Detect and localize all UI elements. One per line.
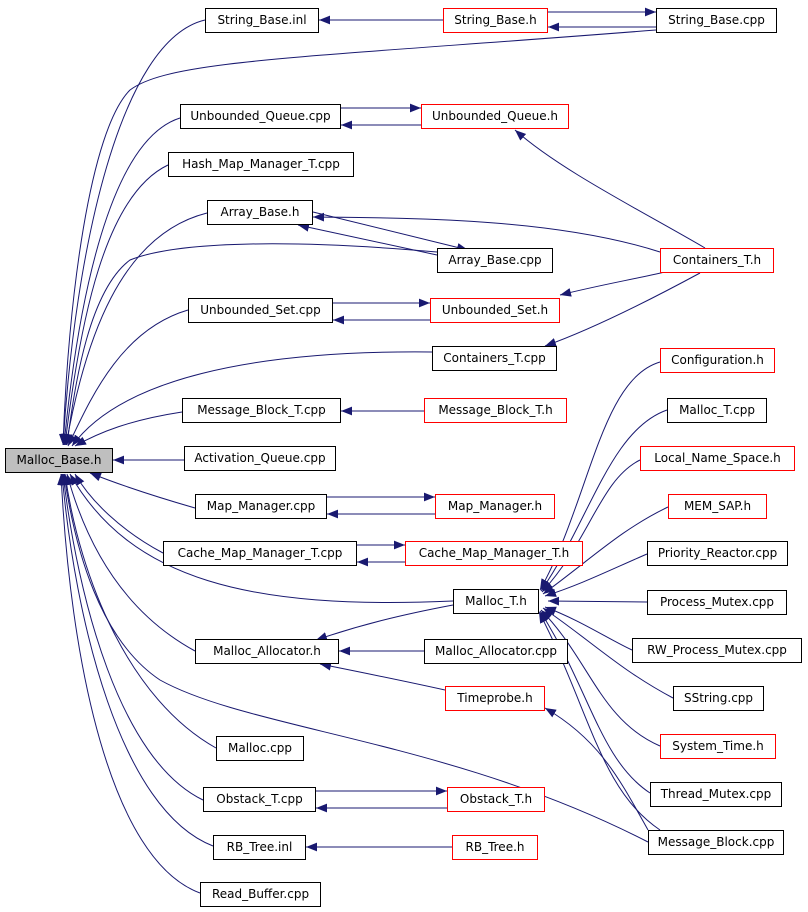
node-unbounded-queue-cpp[interactable]: Unbounded_Queue.cpp (180, 104, 341, 129)
edge-map-manager-cpp-to-malloc-base (89, 472, 196, 509)
node-string-base-cpp[interactable]: String_Base.cpp (656, 8, 777, 33)
edge-containers-t-h-to-unbounded-set-h (559, 271, 666, 297)
node-process-mutex-cpp[interactable]: Process_Mutex.cpp (647, 590, 787, 615)
node-string-base-inl[interactable]: String_Base.inl (205, 8, 319, 33)
edge-array-base-h-to-array-base-cpp (312, 211, 469, 252)
node-activation-queue-cpp[interactable]: Activation_Queue.cpp (184, 446, 336, 471)
node-system-time-h[interactable]: System_Time.h (660, 734, 776, 759)
edge-rw-process-mutex-to-malloc-t-h (544, 606, 633, 651)
node-rb-tree-inl[interactable]: RB_Tree.inl (213, 835, 306, 860)
edge-obstack-t-cpp-to-malloc-base (59, 473, 204, 801)
edge-message-block-t-cpp-to-malloc-base (74, 411, 183, 447)
node-unbounded-queue-h[interactable]: Unbounded_Queue.h (421, 104, 569, 129)
edge-unbounded-queue-cpp-to-malloc-base (60, 117, 181, 446)
node-sstring-cpp[interactable]: SString.cpp (673, 686, 764, 711)
node-unbounded-set-h[interactable]: Unbounded_Set.h (430, 298, 560, 323)
edge-array-base-cpp-to-malloc-base (63, 243, 438, 446)
node-mem-sap-h[interactable]: MEM_SAP.h (668, 494, 767, 519)
edge-string-base-inl-to-malloc-base (59, 19, 206, 446)
node-local-name-space-h[interactable]: Local_Name_Space.h (640, 446, 795, 471)
edge-message-block-cpp-to-malloc-base (61, 473, 649, 843)
node-rb-tree-h[interactable]: RB_Tree.h (452, 835, 538, 860)
edge-process-mutex-to-malloc-t-h (547, 596, 648, 606)
edge-hash-map-manager-to-malloc-base (61, 164, 169, 446)
node-message-block-t-cpp[interactable]: Message_Block_T.cpp (182, 398, 341, 423)
node-containers-t-h[interactable]: Containers_T.h (660, 248, 774, 273)
edge-containers-t-cpp-to-malloc-base (71, 351, 433, 447)
edge-malloc-t-h-to-malloc-base (69, 473, 454, 603)
edge-containers-t-h-to-unbounded-queue-h (514, 129, 706, 249)
edge-mem-sap-to-malloc-t-h (542, 506, 669, 595)
edge-local-name-space-to-malloc-t-h (541, 459, 641, 593)
edge-array-base-cpp-to-array-base-h (297, 223, 438, 256)
node-array-base-cpp[interactable]: Array_Base.cpp (437, 248, 553, 273)
edge-system-time-to-malloc-t-h (540, 609, 661, 747)
edge-rb-tree-inl-to-malloc-base (58, 473, 214, 847)
node-cache-map-manager-t-h[interactable]: Cache_Map_Manager_T.h (405, 541, 583, 566)
node-string-base-h[interactable]: String_Base.h (443, 8, 548, 33)
edge-cache-map-manager-cpp-to-malloc-base (74, 473, 164, 554)
node-map-manager-cpp[interactable]: Map_Manager.cpp (195, 494, 327, 519)
edge-malloc-t-h-to-malloc-allocator-h (315, 604, 454, 641)
node-obstack-t-cpp[interactable]: Obstack_T.cpp (203, 787, 316, 812)
node-priority-reactor-cpp[interactable]: Priority_Reactor.cpp (647, 541, 788, 566)
node-obstack-t-h[interactable]: Obstack_T.h (447, 787, 545, 812)
edge-containers-t-h-to-array-base-h (312, 212, 661, 253)
edge-sstring-to-malloc-t-h (542, 607, 674, 699)
edge-read-buffer-cpp-to-malloc-base (57, 473, 201, 894)
node-hash-map-manager-t-cpp[interactable]: Hash_Map_Manager_T.cpp (168, 152, 354, 177)
node-cache-map-manager-t-cpp[interactable]: Cache_Map_Manager_T.cpp (163, 541, 357, 566)
edge-priority-reactor-to-malloc-t-h (544, 553, 648, 597)
node-thread-mutex-cpp[interactable]: Thread_Mutex.cpp (650, 782, 782, 807)
edge-containers-t-h-to-containers-t-cpp (544, 272, 701, 347)
node-message-block-t-h[interactable]: Message_Block_T.h (424, 398, 567, 423)
node-malloc-base-h: Malloc_Base.h (5, 448, 113, 473)
node-unbounded-set-cpp[interactable]: Unbounded_Set.cpp (188, 298, 333, 323)
edge-string-base-cpp-to-malloc-base (58, 29, 657, 446)
node-malloc-allocator-cpp[interactable]: Malloc_Allocator.cpp (424, 639, 568, 664)
edge-timeprobe-h-to-malloc-allocator-h (319, 661, 446, 691)
node-malloc-t-cpp[interactable]: Malloc_T.cpp (667, 398, 767, 423)
node-malloc-allocator-h[interactable]: Malloc_Allocator.h (195, 639, 339, 664)
node-containers-t-cpp[interactable]: Containers_T.cpp (432, 346, 557, 371)
node-malloc-t-h[interactable]: Malloc_T.h (453, 589, 539, 614)
node-read-buffer-cpp[interactable]: Read_Buffer.cpp (200, 882, 321, 907)
node-rw-process-mutex-cpp[interactable]: RW_Process_Mutex.cpp (632, 638, 802, 663)
edge-message-block-cpp-to-timeprobe-h (544, 707, 649, 831)
node-array-base-h[interactable]: Array_Base.h (207, 200, 313, 225)
node-configuration-h[interactable]: Configuration.h (660, 348, 775, 373)
edge-malloc-cpp-to-malloc-base (62, 473, 217, 749)
node-map-manager-h[interactable]: Map_Manager.h (435, 494, 555, 519)
node-malloc-cpp[interactable]: Malloc.cpp (216, 736, 304, 761)
node-message-block-cpp[interactable]: Message_Block.cpp (648, 830, 784, 855)
node-timeprobe-h[interactable]: Timeprobe.h (445, 686, 545, 711)
edge-array-base-h-to-malloc-base (63, 212, 208, 446)
edge-unbounded-set-cpp-to-malloc-base (67, 309, 189, 447)
edge-malloc-allocator-h-to-malloc-base (65, 473, 196, 652)
